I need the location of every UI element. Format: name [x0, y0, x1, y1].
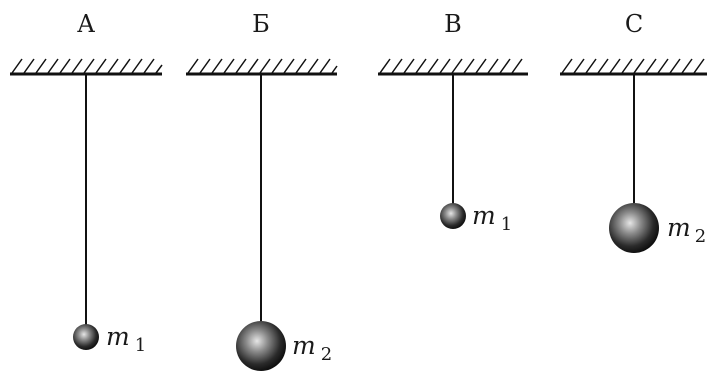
- ceiling-support-a: [10, 58, 163, 76]
- bob-b: [236, 321, 286, 371]
- bob-v: [440, 203, 466, 229]
- pendulum-a-label: A: [76, 10, 95, 38]
- ceiling-support-v: [378, 58, 528, 76]
- ceiling-support-c: [560, 58, 707, 76]
- bob-a: [73, 324, 99, 350]
- pendulum-b-label: Б: [252, 10, 270, 38]
- pendulum-c-label: С: [625, 10, 643, 38]
- bob-c: [609, 203, 659, 253]
- ceiling-support-b: [186, 58, 338, 76]
- pendulum-v-label: В: [444, 10, 462, 38]
